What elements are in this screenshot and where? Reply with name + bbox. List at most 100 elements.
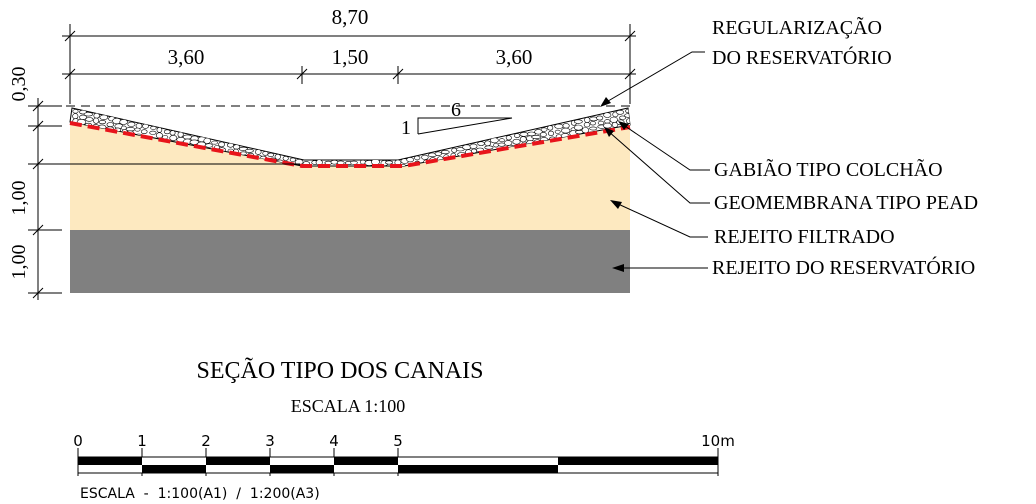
gabion-stone xyxy=(603,112,612,118)
gabion-stone xyxy=(406,157,415,163)
gabion-stone xyxy=(93,117,100,124)
dim-reservoir-height: 1,00 xyxy=(8,245,30,280)
gabion-stone xyxy=(531,135,541,140)
geomembrane-line xyxy=(69,121,631,168)
gabion-stone xyxy=(589,121,596,126)
gabion-stone xyxy=(626,118,630,124)
gabion-stone xyxy=(135,123,143,129)
gabion-stone xyxy=(603,122,612,129)
gabion-stone xyxy=(484,145,494,150)
gabion-stone xyxy=(134,127,141,132)
gabion-stone xyxy=(350,160,358,165)
section-subtitle: ESCALA 1:100 xyxy=(291,396,406,416)
gabion-stone xyxy=(540,127,548,132)
gabion-stone xyxy=(451,147,458,153)
gabion-stone xyxy=(554,123,564,129)
scale-bar: 0 1 2 3 4 5 10m ESCALA - 1:100(A1) / 1:2… xyxy=(73,432,735,502)
gabion-stone xyxy=(330,159,339,165)
gabion-stone xyxy=(561,127,571,134)
gabion-stone xyxy=(434,151,442,156)
gabion-stone xyxy=(554,129,561,134)
dim-middle-segment: 1,50 xyxy=(332,45,369,69)
label-gabiao: GABIÃO TIPO COLCHÃO xyxy=(714,157,943,181)
gabion-stone xyxy=(140,129,148,134)
gabion-stone xyxy=(282,155,289,161)
gabion-stone xyxy=(596,115,604,121)
label-rejeito-reservatorio: REJEITO DO RESERVATÓRIO xyxy=(712,255,975,279)
gabion-stone xyxy=(414,155,421,161)
gabion-stone xyxy=(149,130,157,135)
scale-tick-3: 3 xyxy=(265,432,275,450)
gabion-stone xyxy=(163,129,171,135)
gabion-stone xyxy=(106,122,115,127)
gabion-stone xyxy=(440,150,450,155)
gabion-stone xyxy=(469,143,478,149)
horizontal-dimensions: 8,70 3,60 1,50 3,60 xyxy=(62,5,636,104)
scale-tick-4: 4 xyxy=(329,432,339,450)
gabion-stone xyxy=(477,141,485,146)
gabion-stone xyxy=(203,137,211,144)
gabion-stone xyxy=(385,160,394,165)
gabion-stone xyxy=(85,117,94,122)
gabion-stone xyxy=(150,126,157,130)
gabion-stone xyxy=(519,136,527,143)
gabion-stone xyxy=(505,135,512,141)
gabion-stone xyxy=(127,121,136,127)
gabion-stone xyxy=(547,130,554,136)
dim-left-segment: 3,60 xyxy=(168,45,205,69)
dim-right-segment: 3,60 xyxy=(496,45,533,69)
gabion-stone xyxy=(611,122,619,128)
gabion-stone xyxy=(583,122,591,128)
gabion-stone xyxy=(616,110,625,115)
gabion-stone xyxy=(519,132,529,137)
dim-top-layer-height: 0,30 xyxy=(8,67,30,102)
gabion-stone xyxy=(597,120,605,125)
slope-indicator: 6 1 xyxy=(401,99,513,139)
gabion-stone xyxy=(274,154,281,160)
section-title: SEÇÃO TIPO DOS CANAIS xyxy=(197,358,484,384)
gabion-stone xyxy=(262,151,269,156)
gabion-stone xyxy=(72,113,79,120)
gabion-stone xyxy=(503,140,513,146)
label-rejeito-filtrado: REJEITO FILTRADO xyxy=(714,226,895,248)
label-regularizacao-line2: DO RESERVATÓRIO xyxy=(712,45,892,69)
gabion-stone xyxy=(204,143,214,148)
scale-tick-2: 2 xyxy=(201,432,211,450)
gabion-stone xyxy=(540,132,547,138)
scale-tick-5: 5 xyxy=(393,432,403,450)
gabion-stone xyxy=(289,157,296,162)
gabion-stone xyxy=(182,134,192,140)
gabion-stone xyxy=(604,119,611,124)
callouts: REGULARIZAÇÃO DO RESERVATÓRIO GABIÃO TIP… xyxy=(600,15,978,279)
vertical-dimensions: 0,30 1,00 1,00 xyxy=(8,67,300,300)
reservoir-tailings-layer xyxy=(70,230,630,293)
gabion-stone xyxy=(155,132,163,139)
scale-tick-10m: 10m xyxy=(701,432,735,450)
gabion-stone xyxy=(98,120,107,125)
gabion-stone xyxy=(513,133,521,138)
gabion-stone xyxy=(211,140,218,145)
scale-caption: ESCALA - 1:100(A1) / 1:200(A3) xyxy=(80,486,320,502)
scale-tick-1: 1 xyxy=(137,432,147,450)
scale-tick-0: 0 xyxy=(73,432,83,450)
gabion-stone xyxy=(624,113,630,118)
gabion-stone xyxy=(218,141,225,148)
label-geomembrana: GEOMEMBRANA TIPO PEAD xyxy=(714,192,978,214)
gabion-stone xyxy=(267,152,275,157)
dim-filtered-height: 1,00 xyxy=(8,181,30,216)
gabion-stone xyxy=(573,119,583,124)
gabion-stone xyxy=(83,112,94,117)
gabion-stone xyxy=(254,149,262,155)
gabion-stone xyxy=(421,154,429,160)
dim-total-width: 8,70 xyxy=(332,5,369,29)
gabion-stone xyxy=(562,123,570,129)
gabion-stone xyxy=(244,148,254,153)
gabion-stone xyxy=(370,158,380,166)
slope-rise: 1 xyxy=(401,117,411,139)
gabion-stone xyxy=(294,159,304,166)
gabion-stone xyxy=(512,138,521,145)
gabion-stone xyxy=(625,108,630,114)
gabion-stone xyxy=(589,126,598,131)
gabion-stone xyxy=(584,117,591,123)
